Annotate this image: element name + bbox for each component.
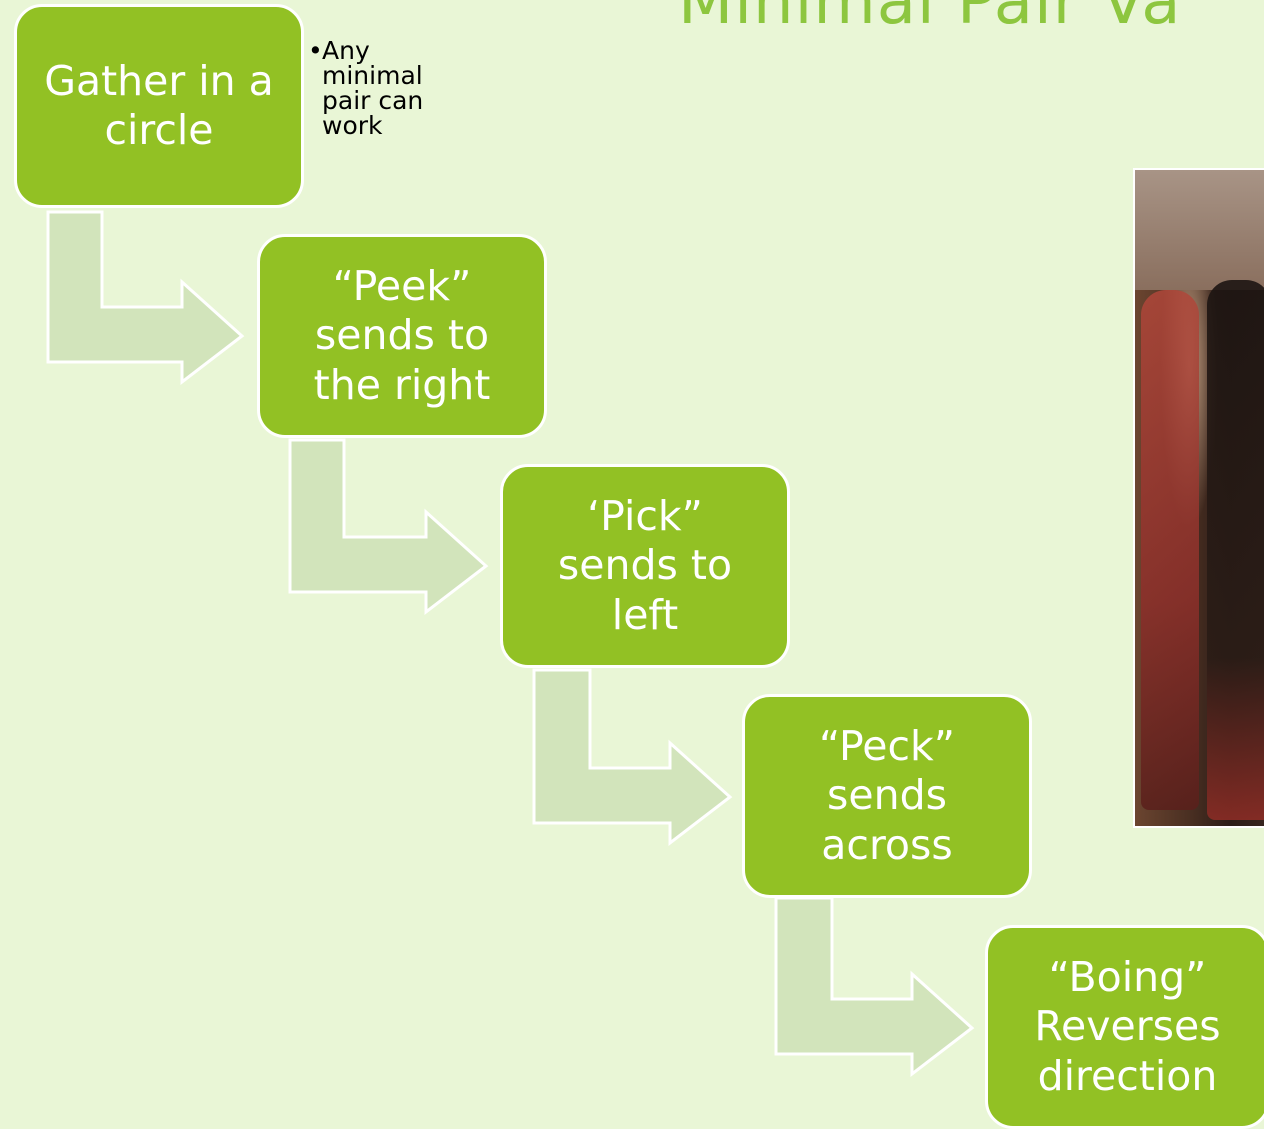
connector-arrow-2 <box>288 438 489 616</box>
step-peck: “Peck” sends across <box>742 694 1032 898</box>
step-label: Gather in a circle <box>44 56 274 154</box>
step-label: “Peck” sends across <box>819 722 955 869</box>
photo-person-left <box>1141 290 1199 810</box>
connector-arrow-1 <box>46 210 245 386</box>
slide-title: Minimal Pair Va <box>678 0 1182 39</box>
connector-arrow-4 <box>774 896 975 1078</box>
note-bullet: • Any minimal pair can work <box>308 36 472 140</box>
step-gather-circle: Gather in a circle <box>14 4 304 208</box>
step-pick: ‘Pick” sends to left <box>500 464 790 668</box>
step-boing: “Boing” Reverses direction <box>985 925 1264 1129</box>
photo-wall <box>1135 170 1264 290</box>
step-peek: “Peek” sends to the right <box>257 234 547 438</box>
step-label: ‘Pick” sends to left <box>557 492 733 639</box>
connector-arrow-3 <box>532 668 733 847</box>
step-label: “Peek” sends to the right <box>313 262 491 409</box>
step-label: “Boing” Reverses direction <box>1034 953 1221 1100</box>
photo-person-right <box>1207 280 1264 820</box>
bullet-dot: • <box>308 36 323 65</box>
people-standing-photo <box>1133 168 1264 828</box>
note-text: Any minimal pair can work <box>322 36 424 140</box>
